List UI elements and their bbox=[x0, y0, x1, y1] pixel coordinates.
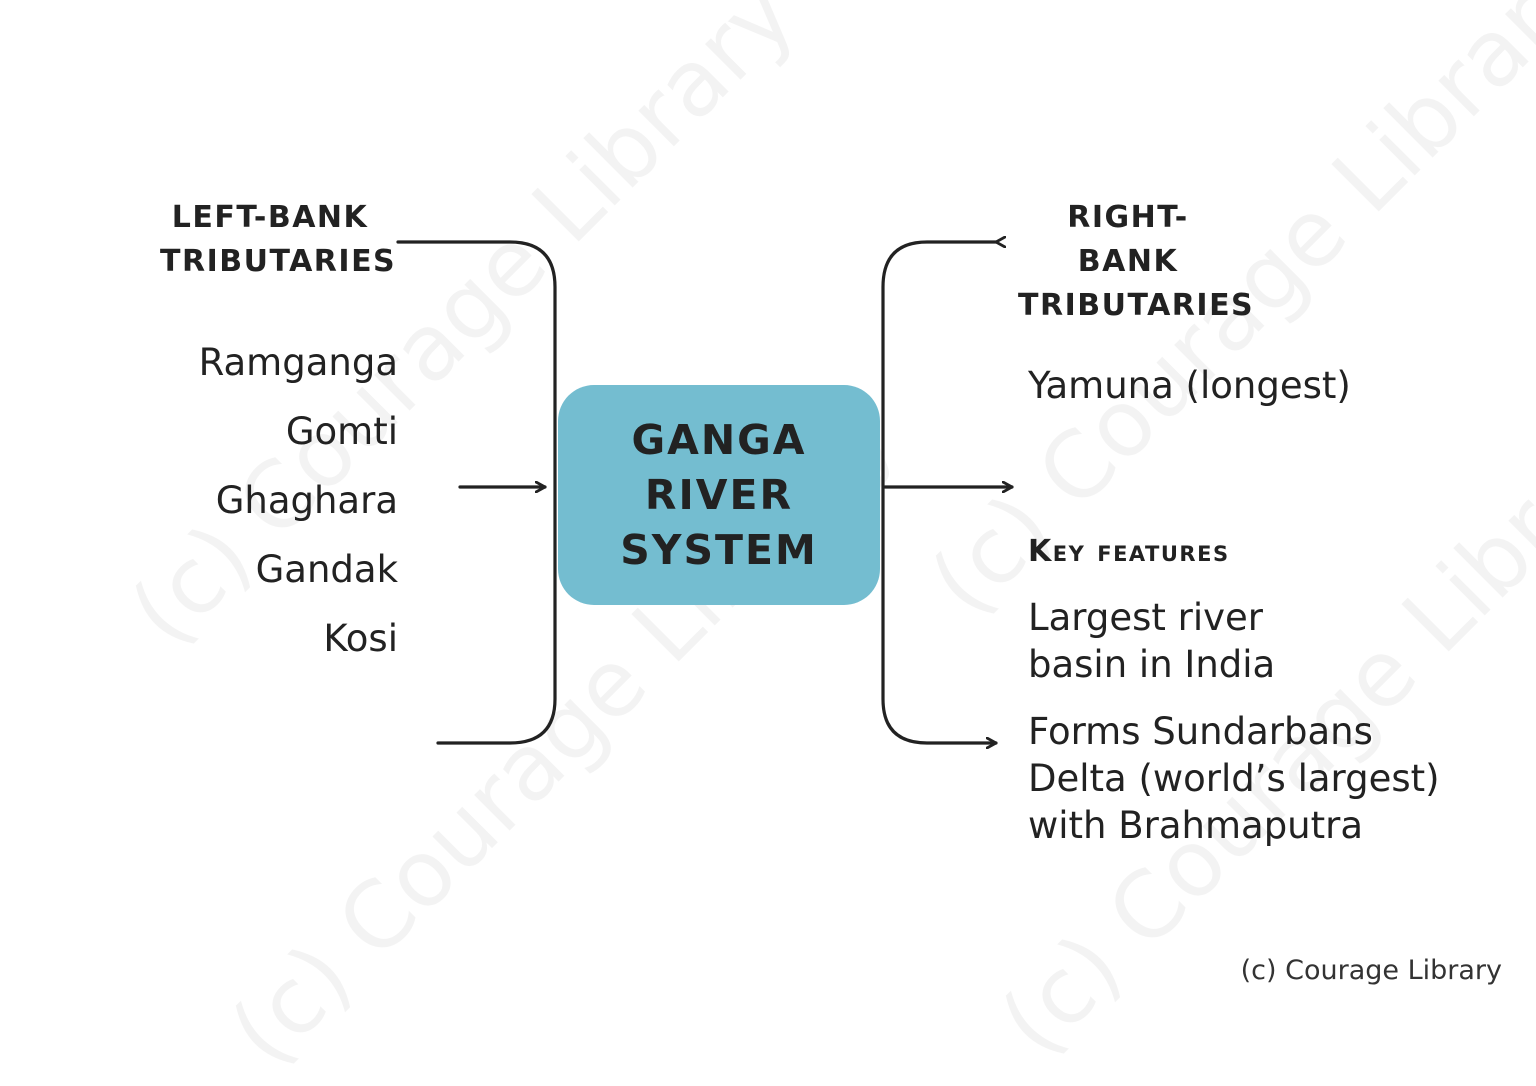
connector-lines bbox=[396, 0, 1014, 1024]
tributary-item: Gandak bbox=[255, 548, 398, 591]
left-bracket-line bbox=[396, 240, 557, 745]
feature-item: Forms Sundarbans Delta (world’s largest)… bbox=[1028, 710, 1440, 847]
copyright-notice: (c) Courage Library bbox=[1240, 955, 1502, 986]
left-tributary-list: Ramganga Gomti Ghaghara Gandak Kosi bbox=[150, 340, 398, 685]
key-features-heading: Key features bbox=[1028, 534, 1230, 569]
tributary-item: Kosi bbox=[323, 617, 398, 660]
right-bank-heading: RIGHT-BANK TRIBUTARIES bbox=[1018, 200, 1255, 323]
tributary-item: Ramganga bbox=[198, 341, 398, 384]
left-bank-heading: LEFT-BANK TRIBUTARIES bbox=[160, 200, 397, 279]
right-bracket-line bbox=[881, 242, 996, 743]
tributary-item: Gomti bbox=[285, 410, 398, 453]
center-title: GANGA RIVER SYSTEM bbox=[620, 415, 818, 574]
center-node: GANGA RIVER SYSTEM bbox=[558, 385, 880, 605]
right-tributary-item: Yamuna (longest) bbox=[1028, 364, 1351, 407]
feature-item: Largest river basin in India bbox=[1028, 596, 1276, 686]
tributary-item: Ghaghara bbox=[215, 479, 398, 522]
